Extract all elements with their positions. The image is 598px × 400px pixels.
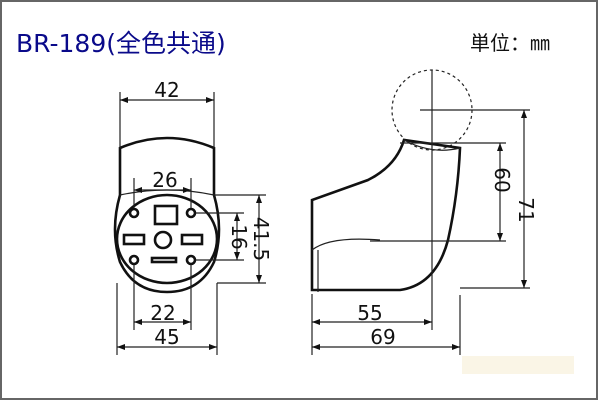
dim-label-45: 45 bbox=[154, 325, 179, 349]
center-slot bbox=[153, 204, 179, 226]
base-plate bbox=[115, 193, 219, 285]
watermark-band bbox=[462, 356, 574, 374]
side-view: 60 71 55 69 bbox=[310, 69, 538, 355]
dim-label-60: 60 bbox=[490, 167, 514, 192]
hole-bottom-left bbox=[128, 254, 140, 266]
side-body-outline bbox=[310, 138, 462, 292]
left-slot bbox=[122, 233, 146, 246]
right-slot bbox=[180, 233, 204, 246]
dim-label-16: 16 bbox=[227, 224, 251, 249]
bottom-slot bbox=[150, 256, 178, 264]
unit-label: 単位：㎜ bbox=[470, 31, 550, 55]
dim-label-26: 26 bbox=[152, 168, 177, 192]
dim-label-22: 22 bbox=[150, 301, 175, 325]
hole-bottom-right bbox=[185, 254, 197, 266]
dim-label-42: 42 bbox=[154, 78, 179, 102]
side-inner-curve bbox=[311, 238, 381, 251]
center-hole bbox=[153, 230, 173, 250]
dim-label-69: 69 bbox=[370, 325, 395, 349]
front-view: 42 26 22 45 16 41.5 bbox=[113, 78, 273, 355]
hole-top-left bbox=[128, 207, 140, 219]
dim-label-55: 55 bbox=[357, 301, 382, 325]
product-title: BR-189(全色共通) bbox=[16, 29, 226, 58]
front-body-outline bbox=[113, 136, 221, 294]
dim-label-41-5: 41.5 bbox=[249, 217, 273, 262]
hole-top-right bbox=[185, 207, 197, 219]
dim-label-71: 71 bbox=[514, 197, 538, 222]
